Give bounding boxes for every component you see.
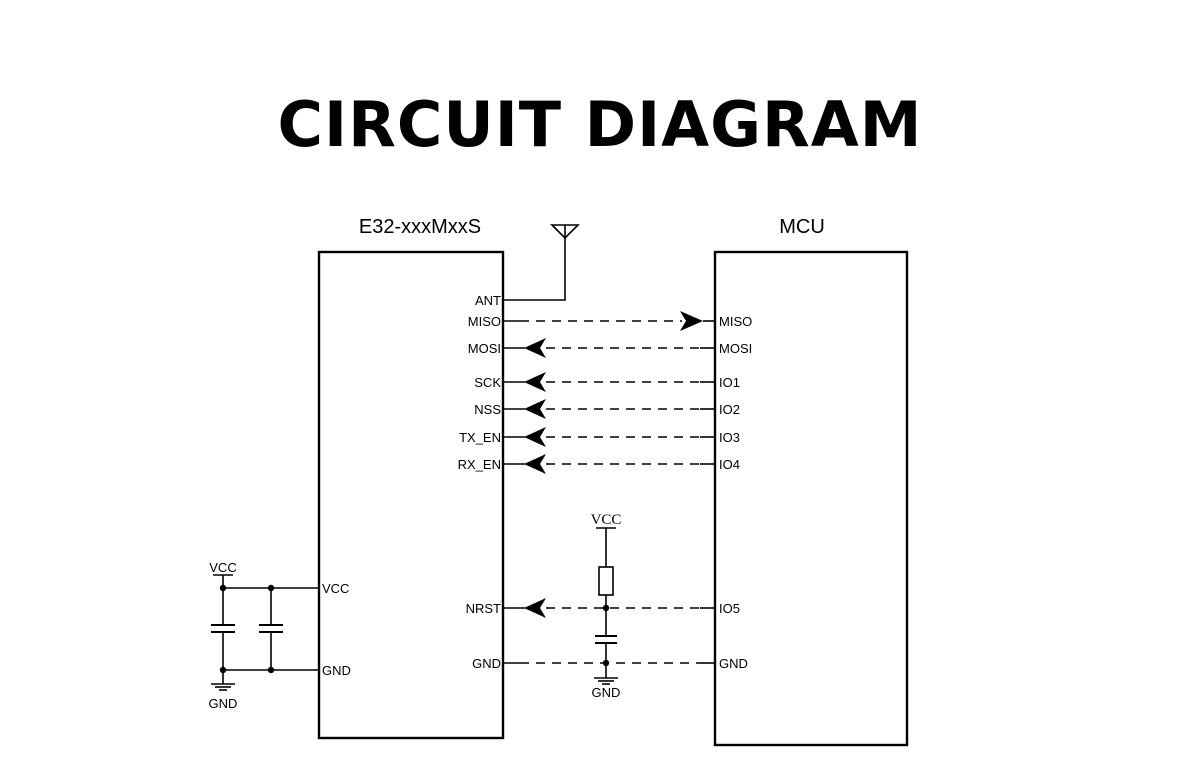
mcu-pin-io2: IO2 — [719, 402, 740, 417]
capacitor-icon — [259, 624, 283, 633]
reset-vcc-label: VCC — [591, 512, 622, 528]
wire-miso — [503, 311, 715, 331]
module-pin-vcc: VCC — [322, 581, 349, 596]
ground-icon — [211, 683, 235, 691]
module-pin-rx-en: RX_EN — [458, 457, 501, 472]
wire-tx-en — [503, 427, 715, 447]
module-pin-nss: NSS — [474, 402, 501, 417]
module-pin-nrst: NRST — [466, 601, 501, 616]
capacitor-icon — [595, 635, 617, 644]
left-gnd-label: GND — [209, 696, 238, 711]
module-pin-mosi: MOSI — [468, 341, 501, 356]
reset-gnd-label: GND — [592, 685, 621, 700]
mcu-pin-io3: IO3 — [719, 430, 740, 445]
module-box — [317, 250, 505, 740]
page-title: CIRCUIT DIAGRAM — [277, 88, 923, 161]
reset-circuit: VCC GND — [591, 512, 622, 700]
wire-mosi — [503, 338, 715, 358]
mcu-pin-io5: IO5 — [719, 601, 740, 616]
ground-icon — [594, 677, 618, 685]
mcu-pin-mosi: MOSI — [719, 341, 752, 356]
wire-nrst — [503, 598, 715, 618]
wire-sck — [503, 372, 715, 392]
mcu-box — [713, 250, 909, 747]
resistor-icon — [598, 566, 614, 596]
mcu-name: MCU — [779, 216, 825, 238]
module-pin-miso: MISO — [468, 314, 501, 329]
mcu-pin-io4: IO4 — [719, 457, 740, 472]
mcu-pin-io1: IO1 — [719, 375, 740, 390]
capacitor-icon — [211, 624, 235, 633]
module-pin-gnd: GND — [322, 663, 351, 678]
module-pin-gnd-right: GND — [472, 656, 501, 671]
antenna-icon — [503, 224, 580, 301]
module-pin-tx-en: TX_EN — [459, 430, 501, 445]
wire-nss — [503, 399, 715, 419]
module-name: E32-xxxMxxS — [359, 216, 481, 238]
decoupling-circuit: VCC GND — [209, 560, 319, 711]
mcu-pin-miso: MISO — [719, 314, 752, 329]
mcu-pin-gnd: GND — [719, 656, 748, 671]
module-pin-ant: ANT — [475, 293, 501, 308]
wire-rx-en — [503, 454, 715, 474]
left-vcc-label: VCC — [209, 560, 236, 575]
module-pin-sck: SCK — [474, 375, 501, 390]
